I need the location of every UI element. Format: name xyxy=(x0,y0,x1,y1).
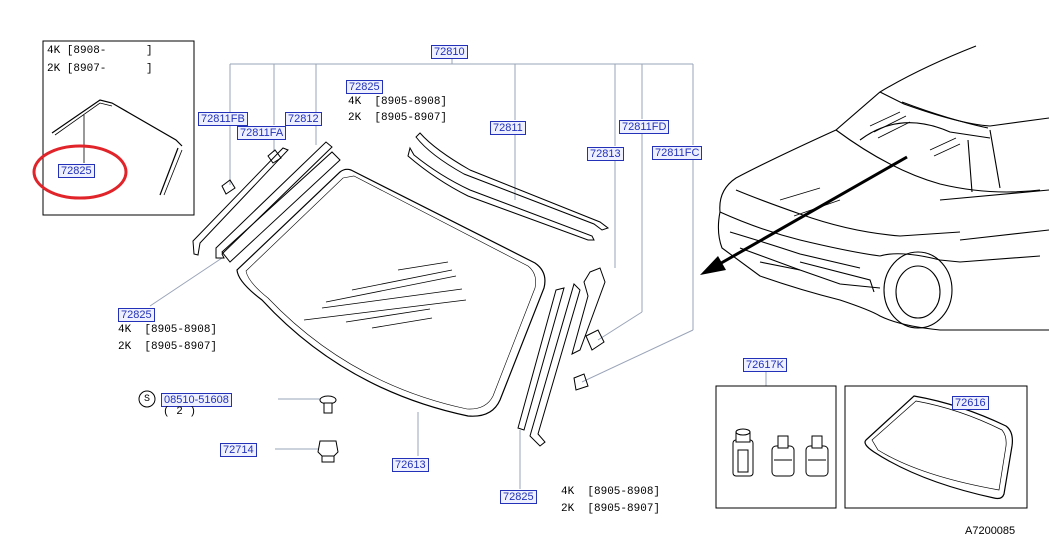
part-label-72811fc[interactable]: 72811FC xyxy=(652,146,703,160)
kit-box xyxy=(715,385,837,509)
part-label-72825-top[interactable]: 72825 xyxy=(346,80,383,94)
part-label-08510-51608[interactable]: 08510-51608 xyxy=(161,393,232,407)
inset-model-4k: 4K [8908- ] xyxy=(47,45,153,57)
inset-model-2k: 2K [8907- ] xyxy=(47,63,153,75)
note-bottom-4k: 4K [8905-8908] xyxy=(561,486,661,498)
part-label-72811fa[interactable]: 72811FA xyxy=(237,126,287,140)
part-label-72617k[interactable]: 72617K xyxy=(743,358,787,372)
note-left-4k: 4K [8905-8908] xyxy=(118,324,218,336)
right-moldings xyxy=(517,267,606,447)
highlight-circle xyxy=(32,144,128,200)
note-left-2k: 2K [8905-8907] xyxy=(118,341,218,353)
direction-arrow xyxy=(700,155,908,275)
part-label-72811[interactable]: 72811 xyxy=(490,121,526,135)
left-moldings xyxy=(192,141,341,263)
part-label-72810[interactable]: 72810 xyxy=(431,45,468,59)
part-label-72616[interactable]: 72616 xyxy=(952,396,989,410)
note-bottom-2k: 2K [8905-8907] xyxy=(561,503,661,515)
top-moldings xyxy=(407,132,610,241)
part-label-72825-inset[interactable]: 72825 xyxy=(58,164,95,178)
note-top-2k: 2K [8905-8907] xyxy=(348,112,448,124)
windshield-dam xyxy=(864,395,1013,500)
s-symbol-text: S xyxy=(144,394,151,405)
part-label-72811fb[interactable]: 72811FB xyxy=(198,112,248,126)
fastener-parts xyxy=(317,395,339,463)
part-label-72825-left[interactable]: 72825 xyxy=(118,308,155,322)
kit-items xyxy=(732,428,829,477)
part-label-72825-bottom[interactable]: 72825 xyxy=(500,490,537,504)
inset-box xyxy=(42,40,195,216)
seal-box xyxy=(844,385,1028,509)
quantity-note: ( 2 ) xyxy=(163,406,197,418)
part-label-72613[interactable]: 72613 xyxy=(392,458,429,472)
note-top-4k: 4K [8905-8908] xyxy=(348,96,448,108)
inset-molding xyxy=(51,99,183,147)
part-label-72813[interactable]: 72813 xyxy=(587,147,624,161)
part-label-72714[interactable]: 72714 xyxy=(220,443,257,457)
part-label-72812[interactable]: 72812 xyxy=(285,112,322,126)
car-illustration xyxy=(717,45,1049,331)
windshield-glass xyxy=(236,168,546,417)
s-symbol-circle xyxy=(138,390,156,408)
part-label-72811fd[interactable]: 72811FD xyxy=(619,120,670,134)
diagram-reference-code: A7200085 xyxy=(965,525,1016,537)
